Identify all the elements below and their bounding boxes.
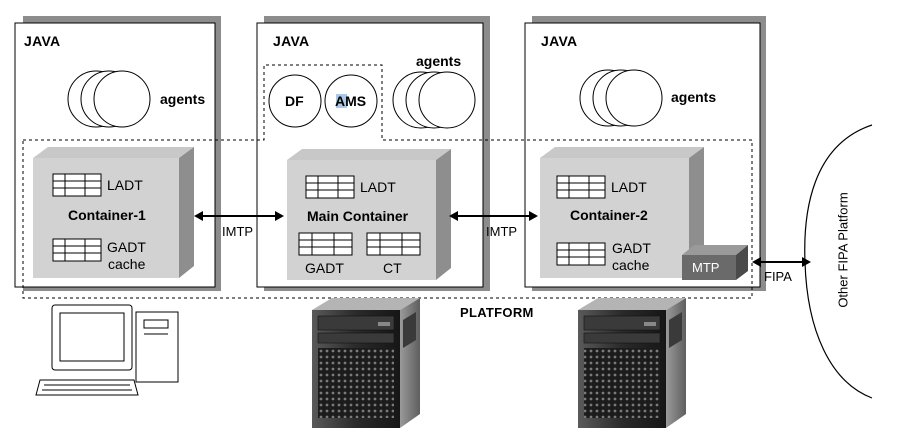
- other-fipa-platform-label: Other FIPA Platform: [835, 192, 851, 308]
- container-2-box: [540, 147, 704, 278]
- gadt-label-1: GADT: [107, 239, 146, 255]
- gadt-cache-table-2: [556, 242, 606, 266]
- cache-label-1: cache: [108, 256, 146, 272]
- container-1-box: [33, 147, 194, 278]
- container-2-title: Container-2: [570, 207, 648, 223]
- main-container-title: Main Container: [307, 208, 409, 224]
- ladt-label-1: LADT: [107, 177, 143, 193]
- server-tower-icon-1: [312, 298, 420, 428]
- df-agent-circle: [268, 74, 322, 128]
- jvm-label-3: JAVA: [541, 33, 578, 49]
- server-tower-icon-2: [578, 298, 686, 428]
- imtp-label-2: IMTP: [486, 224, 518, 239]
- gadt-table-main: [298, 232, 353, 256]
- agents-circles-2: [392, 71, 476, 129]
- gadt-label-2: GADT: [612, 240, 651, 256]
- ct-table-main: [366, 232, 421, 256]
- ams-agent-circle: [324, 74, 378, 128]
- ladt-label-2: LADT: [611, 179, 647, 195]
- gadt-cache-table-1: [52, 238, 102, 262]
- ams-label: AMS: [335, 93, 367, 109]
- desktop-computer-icon: [35, 304, 179, 396]
- platform-label: PLATFORM: [460, 305, 534, 320]
- ladt-table-main: [305, 175, 355, 199]
- mtp-box: [682, 245, 748, 280]
- imtp-arrow-1: [194, 211, 284, 221]
- fipa-label: FIPA: [764, 269, 792, 284]
- agents-circles-3: [579, 69, 663, 127]
- df-label: DF: [285, 93, 304, 109]
- ladt-label-main: LADT: [360, 179, 396, 195]
- jvm-label-1: JAVA: [24, 33, 61, 49]
- agents-label-2: agents: [416, 53, 462, 69]
- ladt-table-2: [556, 175, 606, 199]
- ct-label-main: CT: [383, 260, 402, 276]
- imtp-arrow-2: [449, 211, 538, 221]
- agents-label-3: agents: [671, 89, 717, 105]
- ams-highlight: [336, 94, 347, 108]
- ladt-table-1: [52, 173, 102, 197]
- platform-boundary: [22, 64, 753, 299]
- agents-circles-1: [67, 70, 151, 128]
- fipa-arrow: [752, 257, 811, 267]
- agents-label-1: agents: [160, 91, 206, 107]
- gadt-label-main: GADT: [305, 260, 344, 276]
- cache-label-2: cache: [612, 257, 650, 273]
- other-fipa-platform-arc: [804, 124, 873, 399]
- jvm-label-2: JAVA: [273, 33, 310, 49]
- imtp-label-1: IMTP: [222, 224, 254, 239]
- mtp-label: MTP: [692, 260, 720, 275]
- container-1-title: Container-1: [68, 207, 146, 223]
